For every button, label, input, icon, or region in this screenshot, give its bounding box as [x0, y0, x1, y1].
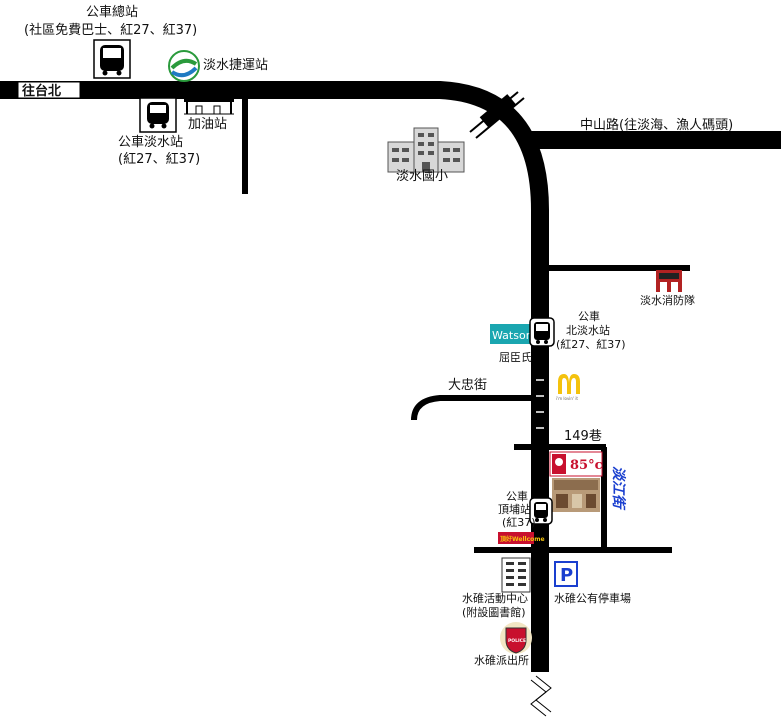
wellcome-store-sign: 頂好Wellcome	[498, 532, 545, 544]
main-road-zhongzheng	[0, 81, 549, 440]
road-network	[0, 81, 781, 672]
dazhong-street-road	[411, 395, 532, 421]
bus-icon	[529, 317, 555, 347]
bus-icon	[93, 39, 131, 79]
main-road-sign	[533, 372, 547, 440]
activity-center-sub-label: (附設圖書館)	[462, 605, 526, 619]
storefront-photo	[552, 478, 600, 512]
tamkang-street-label: 淡江街	[610, 466, 627, 511]
police-badge-text: POLICE	[508, 638, 526, 644]
dazhong-street-label: 大忠街	[448, 378, 487, 393]
bus-dingpu-routes: (紅37)	[502, 516, 536, 529]
mrt-logo-icon	[168, 50, 200, 82]
bus-terminal-routes: (社區免費巴士、紅27、紅37)	[24, 22, 197, 38]
fire-station-icon	[656, 270, 682, 292]
gas-station-label: 加油站	[188, 117, 227, 132]
school-icon	[387, 127, 465, 173]
kfc-85-icon: 85°c	[549, 451, 603, 477]
watsons-logo-icon: Watsons	[490, 324, 539, 344]
bus-tamsui-title: 公車淡水站	[118, 135, 183, 150]
gas-station-icon	[184, 98, 234, 115]
bus-dingpu-title: 公車	[506, 489, 528, 503]
parking-label: 水碓公有停車場	[554, 591, 631, 605]
mcdonalds-tagline: i'm lovin' it	[556, 396, 578, 401]
road-break-icon	[530, 675, 552, 728]
police-badge-icon: POLICE	[500, 622, 532, 654]
fire-station-label: 淡水消防隊	[640, 293, 695, 307]
watsons-label: 屈臣氏	[499, 351, 532, 364]
bus-icon	[529, 497, 553, 525]
parking-icon: P	[554, 561, 578, 587]
parking-icon-letter: P	[560, 565, 573, 586]
watsons-logo-text: Watsons	[492, 329, 539, 342]
overpass	[469, 91, 525, 139]
mrt-station-label: 淡水捷運站	[203, 58, 268, 73]
tamsui-elementary-label: 淡水國小	[396, 169, 448, 184]
bus-icon	[139, 97, 177, 133]
bus-beitamsui-name: 北淡水站	[566, 323, 610, 337]
bus-terminal-title: 公車總站	[86, 4, 138, 20]
to-taipei-marker: 往台北	[0, 81, 81, 99]
zhongshan-road-label: 中山路(往淡海、漁人碼頭)	[580, 117, 733, 133]
bus-beitamsui-title: 公車	[578, 309, 600, 323]
activity-center-label: 水碓活動中心	[462, 591, 528, 605]
mcdonalds-icon: i'm lovin' it	[556, 374, 580, 401]
cafe-85-label: 85°c	[570, 458, 603, 473]
building-icon	[501, 557, 531, 593]
bus-dingpu-name: 頂埔站	[498, 502, 531, 516]
police-station-label: 水碓派出所	[474, 653, 529, 667]
lane-149-label: 149巷	[564, 429, 602, 444]
bus-tamsui-routes: (紅27、紅37)	[118, 152, 200, 167]
to-taipei-label: 往台北	[22, 83, 61, 99]
bus-beitamsui-routes: (紅27、紅37)	[556, 338, 626, 351]
store-sign-text: 頂好Wellcome	[500, 535, 545, 543]
